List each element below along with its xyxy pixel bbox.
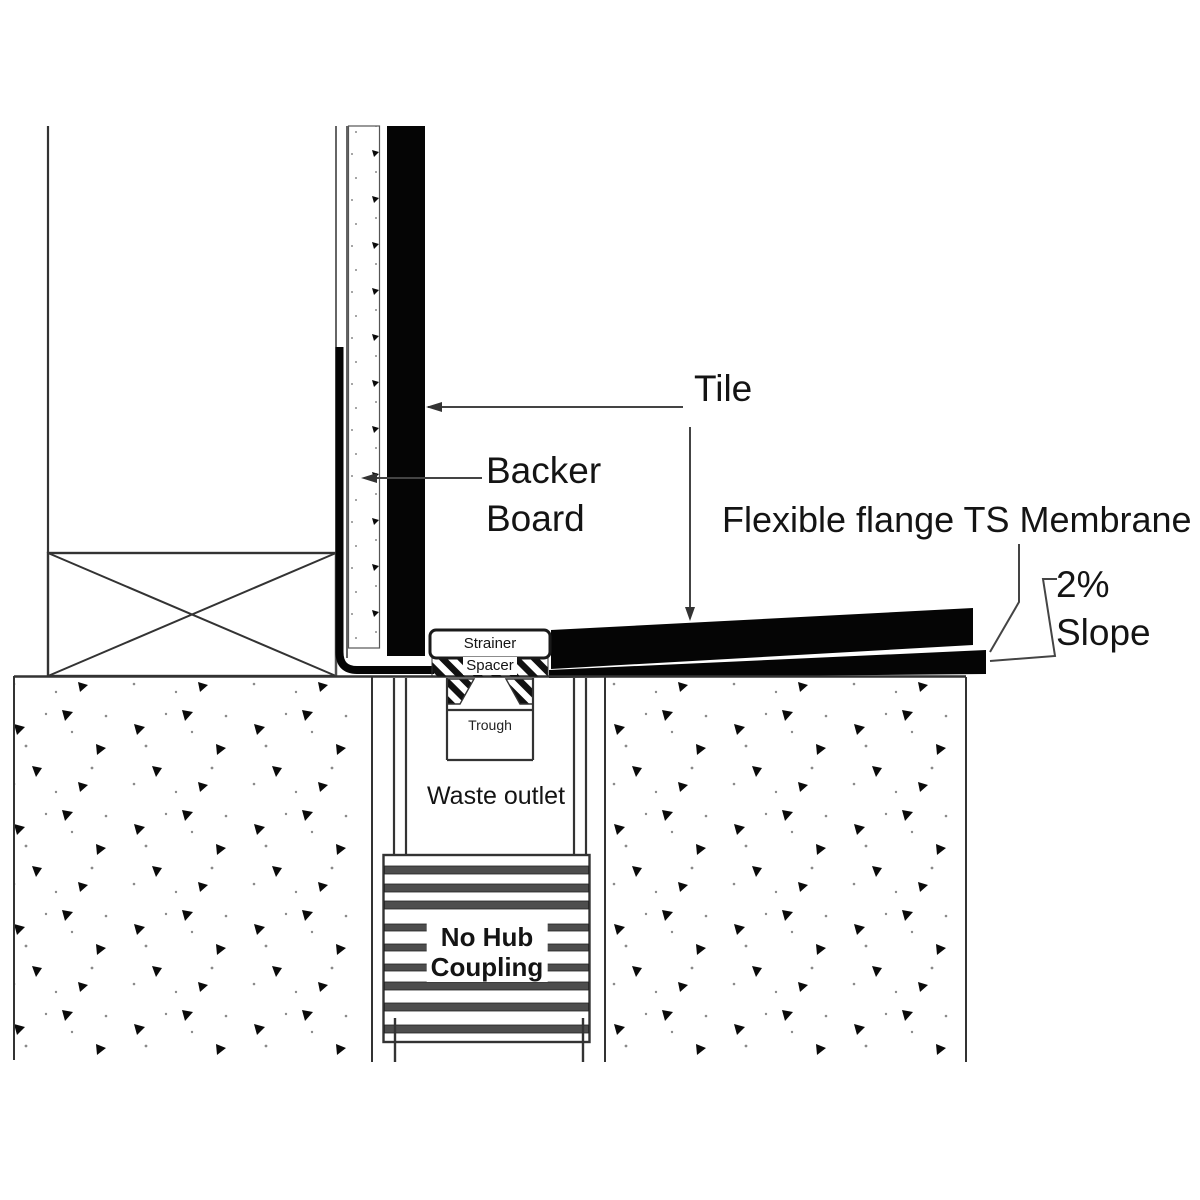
coupling-label: No Hub Coupling [426,922,548,982]
arrowhead-tile-wall [426,402,442,412]
backer-board-layer [347,125,381,649]
wall-membrane-layer [335,347,434,674]
membrane-leader [989,544,1020,653]
trough-box [445,678,535,762]
slope-label: 2% Slope [1056,564,1151,653]
trough-label: Trough [468,717,512,734]
tile-label: Tile [694,368,753,409]
floor-slab-right [604,677,967,1062]
waste-outlet-label: Waste outlet [427,782,566,810]
slope-leader [989,578,1057,662]
drain-body-right [504,678,534,705]
wall-tile-layer [387,126,425,656]
strainer-label: Strainer [463,634,517,652]
arrowhead-tile-floor [685,607,695,621]
floor-membrane-layer [549,650,986,678]
drain-body-left [446,678,476,705]
blocking-x-brace [46,551,338,678]
leader-arrowheads [361,402,695,621]
coupling-clamp-rods [393,1018,585,1062]
backer-board-label: Backer Board [486,450,602,539]
leader-lines [364,406,1057,662]
membrane-label: Flexible flange TS Membrane [722,499,1192,540]
waste-pipe [392,678,588,855]
spacer-label: Spacer [432,655,548,677]
floor-tile-layer [551,608,973,669]
floor-slab-left [13,676,373,1062]
arrowhead-backer-board [361,473,377,483]
